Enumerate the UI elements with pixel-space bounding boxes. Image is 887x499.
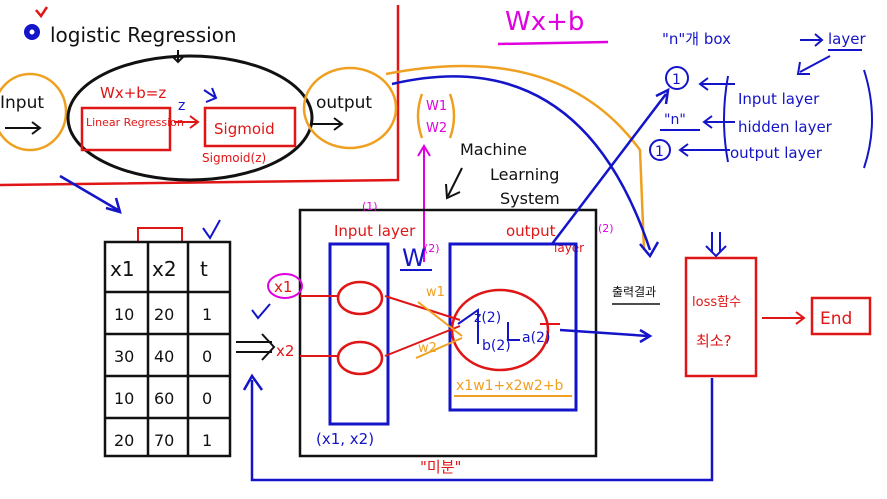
svg-text:40: 40 [154,347,174,366]
svg-text:0: 0 [202,389,212,408]
layers-title: "n"개 box [662,30,731,48]
input-layer-box [328,242,390,426]
wxb-label: Wx+b=z [100,84,166,102]
sup-1: (1) [362,200,378,213]
output-label: output [316,93,372,113]
w-label: W [402,244,426,272]
inputs-caption: (x1, x2) [316,430,374,448]
svg-text:30: 30 [114,347,134,366]
check-mark [35,6,49,19]
page-title: logistic Regression [50,23,237,47]
svg-text:10: 10 [114,305,134,324]
weight-w1-label: w1 [426,285,445,300]
sup-2: (2) [598,222,614,235]
svg-text:60: 60 [154,389,174,408]
feedback-loop [242,373,714,482]
svg-text:20: 20 [114,431,134,450]
end-label: End [820,309,852,329]
red-enclosure [0,5,400,187]
linear-box [80,106,172,152]
svg-text:1: 1 [202,431,212,450]
loss-label-2: 최소? [696,332,732,350]
z-label: z [178,98,185,114]
table-row: 30 40 0 [114,347,212,366]
weight-w2: W2 [426,121,447,136]
svg-text:20: 20 [154,305,174,324]
table-header-x1: x1 [110,257,135,281]
output-result-label: 출력결과 [612,285,656,299]
table-row: 10 20 1 [114,305,212,324]
input-circle [0,72,68,152]
table-tab [137,227,183,242]
input-node-2 [336,340,384,376]
data-table [103,240,232,458]
loss-label-1: loss함수 [692,295,741,310]
loss-box [684,256,758,378]
layer-count-circle-1 [665,66,689,90]
layer-count-2: "n" [664,112,686,128]
mls-line3: System [500,189,560,208]
mls-line2: Learning [490,165,559,184]
model-ellipse [66,54,314,182]
linear-label: Linear Regression [86,116,184,129]
input-layer-label: Input layer [334,222,416,240]
layers-title-layer: layer [828,30,866,48]
end-box [810,296,872,336]
table-row: 20 70 1 [114,431,212,450]
input-node-1 [336,280,384,316]
svg-text:1: 1 [202,305,212,324]
svg-text:10: 10 [114,389,134,408]
output-circle [302,66,398,150]
layer-name-2: hidden layer [738,118,833,136]
formula: x1w1+x2w2+b [456,378,564,394]
a-node-label: a(2) [522,330,550,346]
layer-name-3: output layer [730,144,823,162]
layer-count-3: 1 [655,144,664,160]
sigmoid-label: Sigmoid [214,120,275,138]
input-x1: x1 [274,278,292,296]
weights-bracket [416,93,456,139]
z-node-label: z(2) [474,310,501,326]
b-node-label: b(2) [482,338,511,354]
input-label: Input [0,93,44,113]
table-header-t: t [200,257,208,281]
sigmoid-z-label: Sigmoid(z) [202,151,266,165]
input-x2: x2 [276,342,294,360]
output-layer-label-1: output [506,222,556,240]
weight-w1: W1 [426,99,447,114]
table-row: 10 60 0 [114,389,212,408]
ml-system-box [298,208,598,458]
layer-count-circle-3 [649,139,671,161]
layer-count-1: 1 [672,72,681,88]
table-header-x2: x2 [152,257,177,281]
svg-text:0: 0 [202,347,212,366]
weight-w2-label: w2 [418,341,437,356]
sigmoid-box [203,106,297,148]
wxb-title: Wx+b [505,7,584,37]
w-sup: (2) [424,242,440,255]
mls-line1: Machine [460,140,527,159]
svg-text:70: 70 [154,431,174,450]
layer-name-1: Input layer [738,90,820,108]
derivative-label: "미분" [420,458,461,476]
